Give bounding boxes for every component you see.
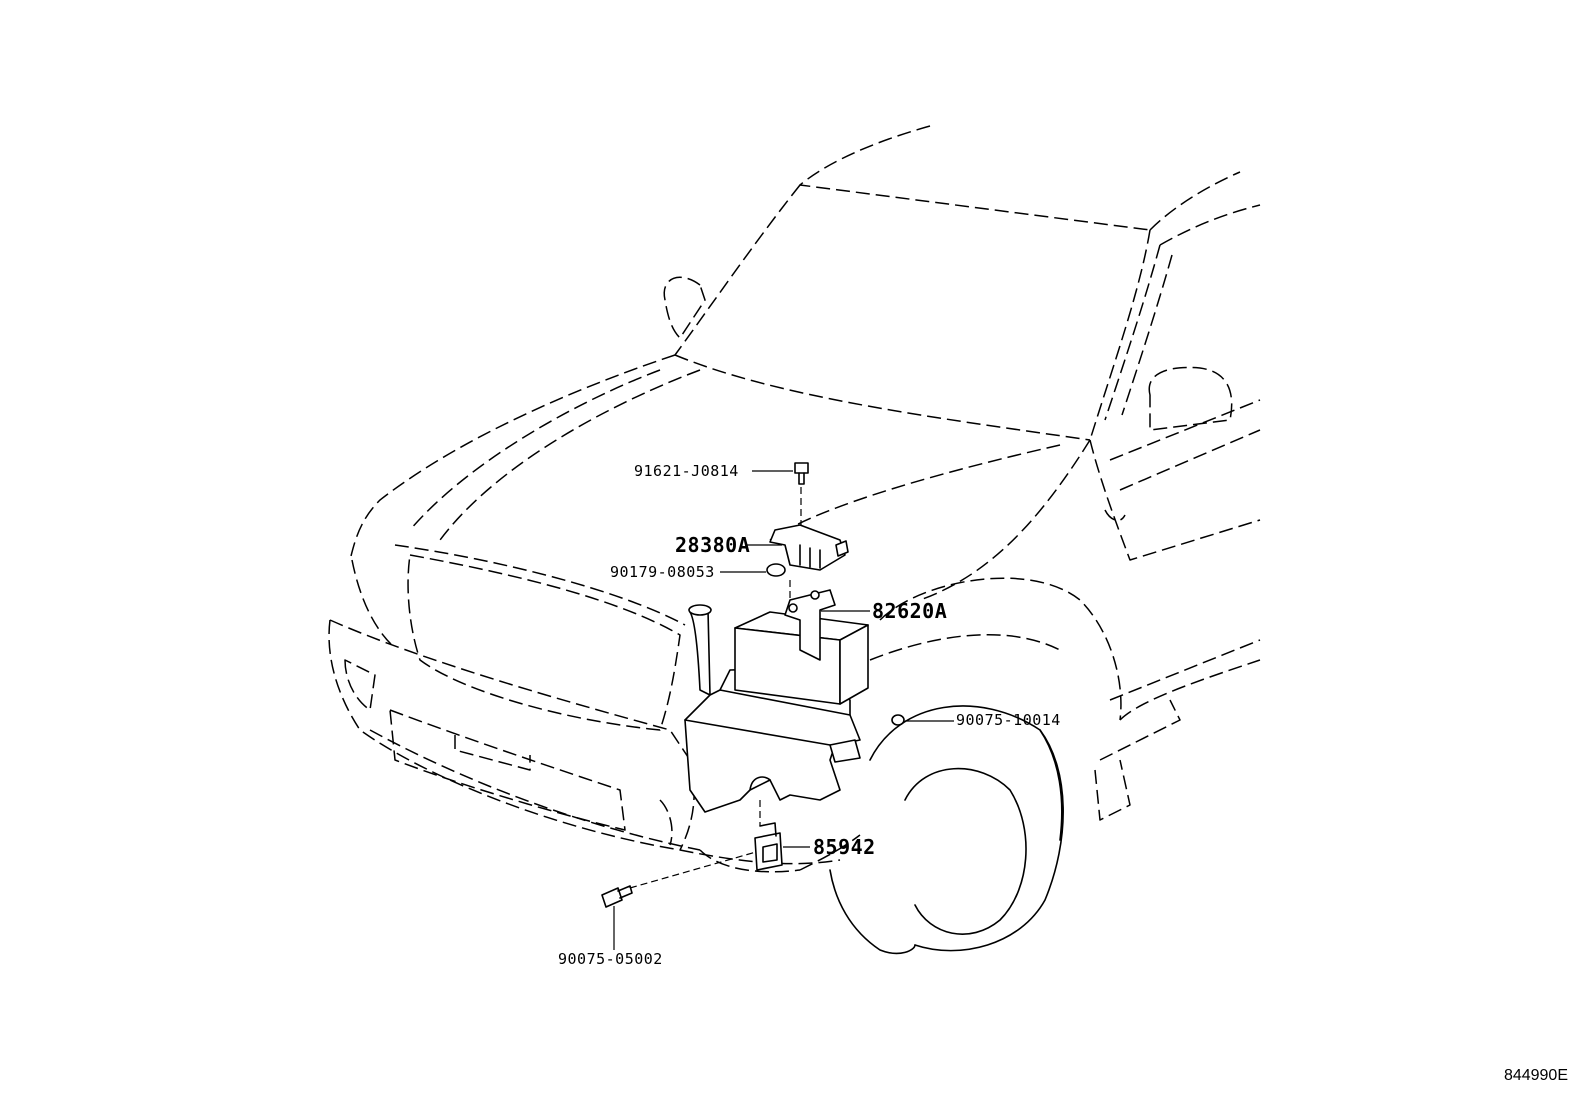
bolt-91621-j0814 (794, 462, 809, 485)
bracket-82620a (784, 589, 836, 661)
callout-28380a: 28380A (675, 533, 751, 557)
callout-91621-j0814: 91621-J0814 (634, 462, 739, 480)
callout-90179-08053: 90179-08053 (610, 563, 715, 581)
diagram-reference-code: 844990E (1503, 1067, 1568, 1084)
bolt-90075-05002 (601, 885, 633, 908)
washer-90179-08053 (766, 563, 786, 577)
callout-90075-10014: 90075-10014 (956, 711, 1061, 729)
leader-lines (613, 470, 954, 950)
vehicle-outline (328, 125, 1261, 955)
callout-90075-05002: 90075-05002 (558, 950, 663, 968)
callout-82620a: 82620A (872, 599, 948, 623)
callout-85942: 85942 (813, 835, 876, 859)
washer-tank (684, 604, 861, 813)
sensor-28380a (769, 524, 849, 571)
clip-85942 (754, 822, 783, 871)
nut-90075-10014 (829, 714, 905, 763)
assembly-path-clip (629, 851, 757, 889)
